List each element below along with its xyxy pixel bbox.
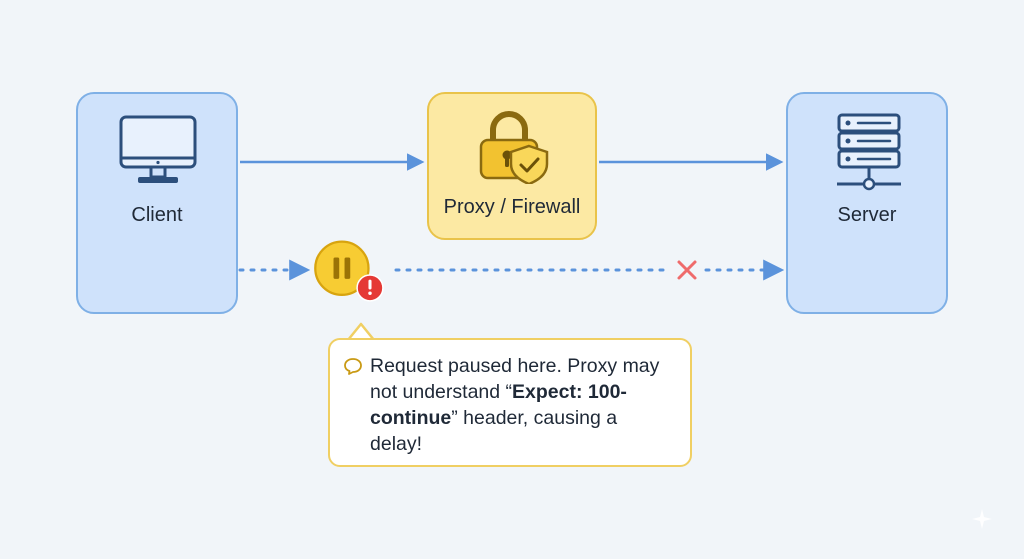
monitor-icon	[119, 115, 197, 183]
pause-badge	[314, 240, 384, 302]
proxy-label: Proxy / Firewall	[443, 196, 581, 218]
server-rack-icon	[837, 113, 901, 191]
cross-icon	[677, 260, 697, 280]
server-label: Server	[837, 204, 897, 226]
exclamation-icon	[356, 274, 384, 302]
callout-tail	[347, 322, 375, 341]
client-label: Client	[131, 204, 183, 226]
sparkle-icon	[972, 509, 992, 529]
proxy-firewall-node: Proxy / Firewall	[427, 92, 597, 240]
callout-text-start: Request paused here. Proxy may not under…	[370, 355, 660, 403]
padlock-shield-icon	[479, 111, 549, 184]
server-node: Server	[786, 92, 948, 314]
callout-bubble: Request paused here. Proxy may not under…	[328, 338, 692, 467]
pause-icon	[333, 257, 351, 279]
callout-text-bold: Expect: 100-continue	[370, 381, 627, 429]
chat-bubble-icon	[344, 358, 362, 375]
callout-text-end: ” header, causing a delay!	[370, 407, 618, 455]
client-node: Client	[76, 92, 238, 314]
